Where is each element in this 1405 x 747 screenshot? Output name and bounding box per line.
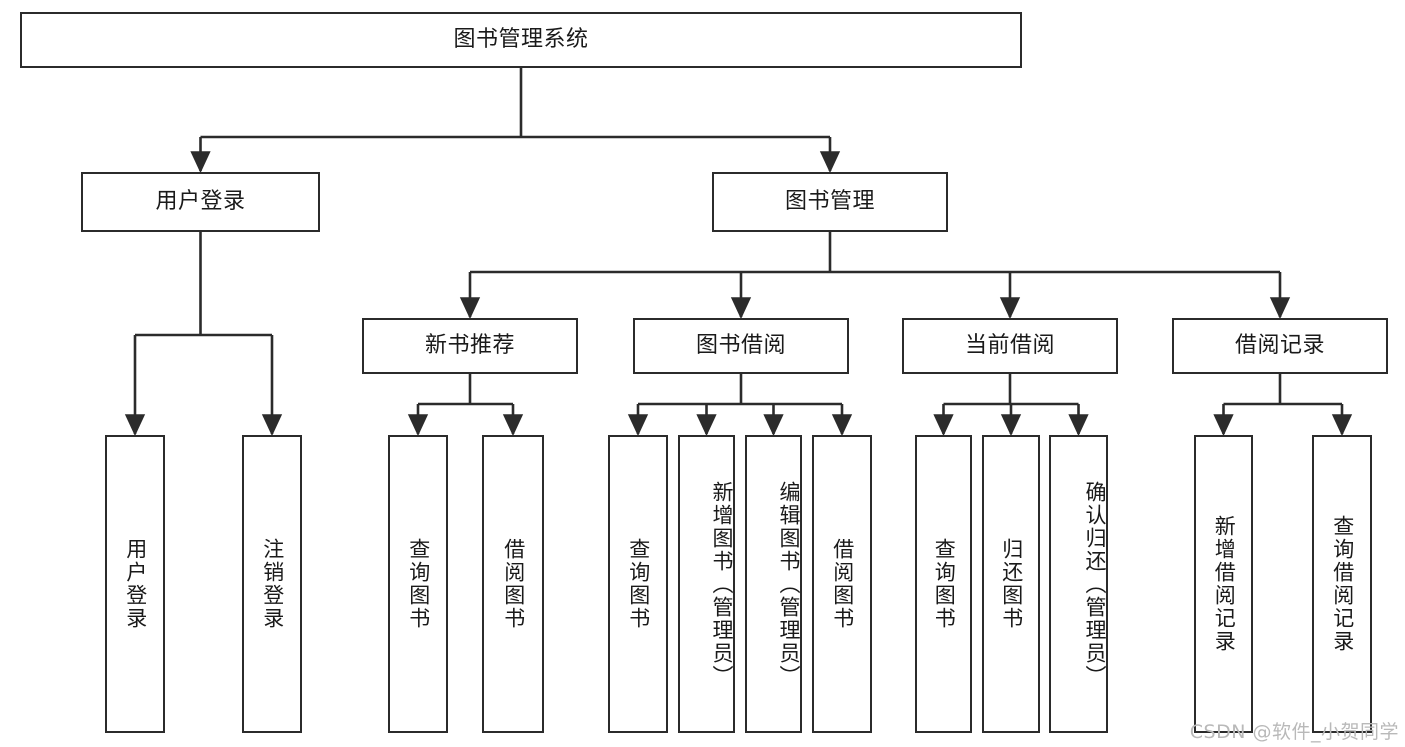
node-label-b_lend: 借阅图书 [830,538,855,630]
node-label-root: 图书管理系统 [453,26,589,52]
node-b_add[interactable]: 新增图书（管理员） [678,435,735,733]
node-label-l_login: 用户登录 [123,538,148,630]
node-label-b_add: 新增图书（管理员） [710,480,734,688]
node-l_login[interactable]: 用户登录 [105,435,165,733]
node-n_borrow[interactable]: 借阅图书 [482,435,544,733]
node-label-bookmgmt: 图书管理 [784,188,875,214]
node-b_lend[interactable]: 借阅图书 [812,435,872,733]
node-label-newbook: 新书推荐 [424,332,515,358]
node-label-current: 当前借阅 [964,332,1055,358]
node-label-c_query: 查询图书 [932,538,957,630]
node-login[interactable]: 用户登录 [81,172,320,232]
node-b_query[interactable]: 查询图书 [608,435,668,733]
node-root[interactable]: 图书管理系统 [20,12,1022,68]
node-r_add[interactable]: 新增借阅记录 [1194,435,1253,733]
node-label-login: 用户登录 [155,188,246,214]
node-n_query[interactable]: 查询图书 [388,435,448,733]
node-c_confirm[interactable]: 确认归还（管理员） [1049,435,1108,733]
node-l_logout[interactable]: 注销登录 [242,435,302,733]
node-r_query[interactable]: 查询借阅记录 [1312,435,1372,733]
node-label-borrow: 图书借阅 [695,332,786,358]
node-label-r_query: 查询借阅记录 [1330,515,1355,653]
node-label-l_logout: 注销登录 [260,538,285,630]
node-label-n_query: 查询图书 [406,538,431,630]
node-current[interactable]: 当前借阅 [902,318,1118,374]
node-label-c_return: 归还图书 [999,538,1024,630]
watermark: CSDN @软件_小贺同学 [1189,721,1399,743]
node-label-b_query: 查询图书 [626,538,651,630]
node-label-b_edit: 编辑图书（管理员） [777,480,801,688]
node-b_edit[interactable]: 编辑图书（管理员） [745,435,802,733]
node-records[interactable]: 借阅记录 [1172,318,1388,374]
node-borrow[interactable]: 图书借阅 [633,318,849,374]
node-c_return[interactable]: 归还图书 [982,435,1040,733]
node-c_query[interactable]: 查询图书 [915,435,972,733]
node-label-records: 借阅记录 [1234,332,1325,358]
node-label-c_confirm: 确认归还（管理员） [1083,480,1107,688]
node-label-r_add: 新增借阅记录 [1212,515,1237,653]
node-newbook[interactable]: 新书推荐 [362,318,578,374]
node-bookmgmt[interactable]: 图书管理 [712,172,948,232]
node-label-n_borrow: 借阅图书 [501,538,526,630]
